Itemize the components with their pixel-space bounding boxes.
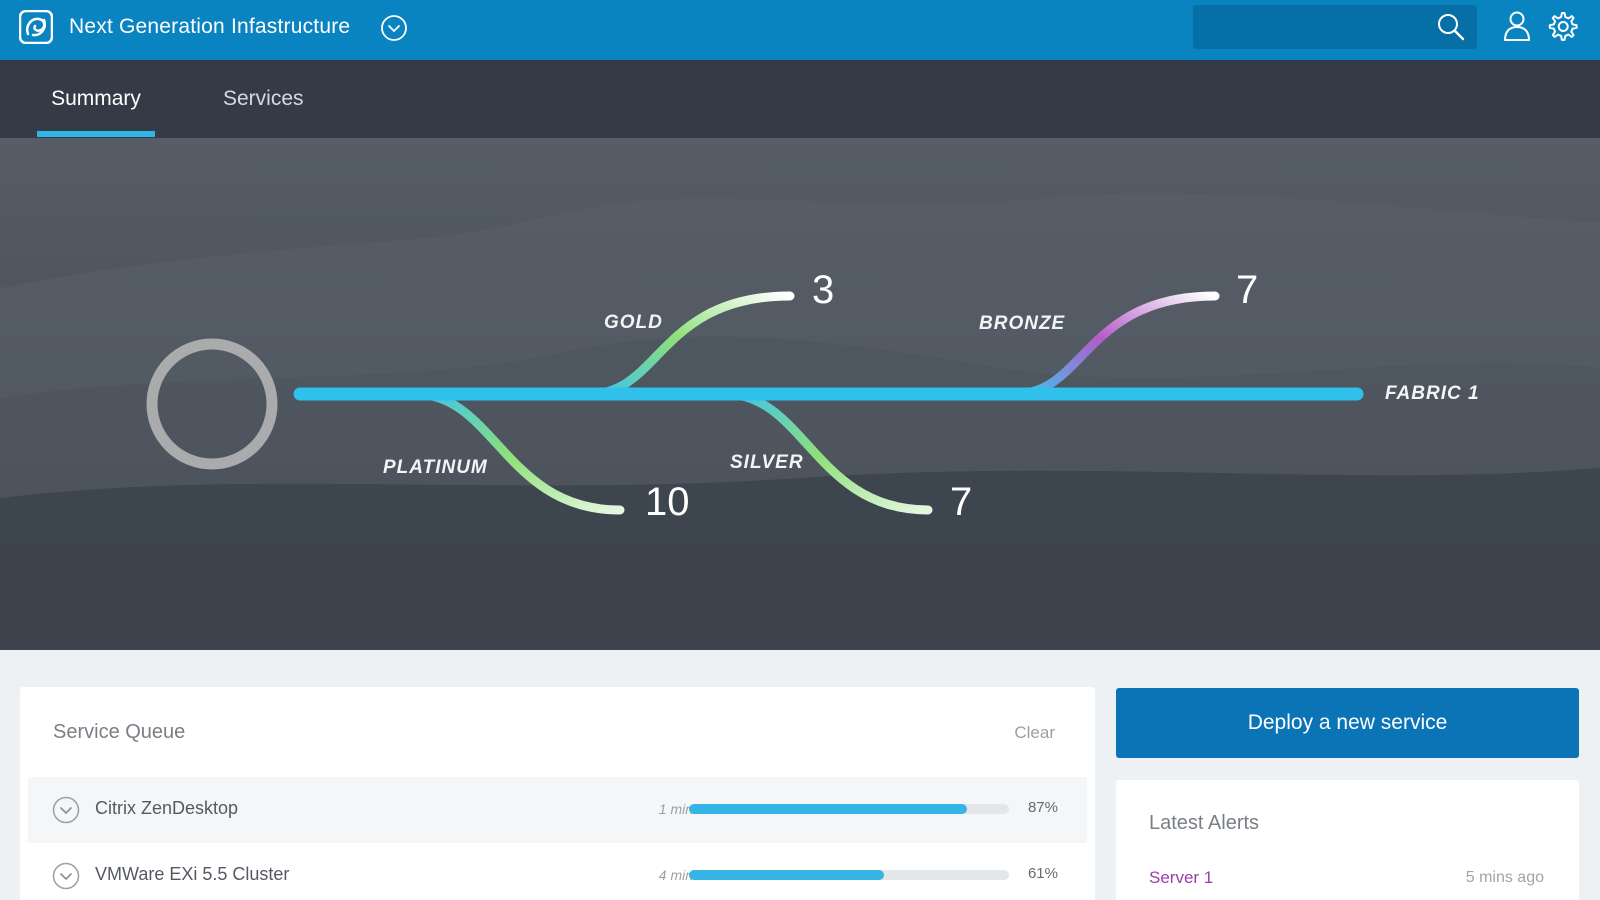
chevron-down-icon[interactable] (52, 862, 80, 890)
gear-icon[interactable] (1546, 10, 1578, 42)
tier-count-silver: 7 (950, 480, 973, 524)
queue-row[interactable]: VMWare EXi 5.5 Cluster 4 min 61% (28, 843, 1087, 900)
progress-fill (689, 804, 968, 814)
user-icon[interactable] (1502, 10, 1532, 42)
progress-bar (689, 804, 1009, 814)
chevron-down-icon[interactable] (380, 14, 408, 42)
tier-count-platinum: 10 (645, 480, 690, 524)
queue-item-percent: 87% (1027, 799, 1058, 816)
alert-item-name[interactable]: Server 1 (1149, 868, 1214, 887)
queue-item-name: VMWare EXi 5.5 Cluster (95, 864, 290, 884)
queue-item-time: 1 min (658, 801, 693, 817)
queue-item-time: 4 min (658, 867, 693, 883)
clear-queue-button[interactable]: Clear (1014, 723, 1055, 742)
chevron-down-icon[interactable] (52, 796, 80, 824)
search-input[interactable] (1193, 5, 1477, 49)
progress-fill (689, 870, 885, 880)
tier-label-bronze: BRONZE (979, 313, 1066, 334)
active-tab-indicator (37, 131, 155, 137)
latest-alerts-card: Latest Alerts Server 1 5 mins ago (1116, 780, 1579, 900)
nav-bar: Summary Services (0, 60, 1600, 138)
logo-icon[interactable] (19, 10, 53, 44)
tier-count-bronze: 7 (1236, 268, 1259, 312)
status-ring (146, 338, 278, 470)
deploy-service-button[interactable]: Deploy a new service (1116, 688, 1579, 758)
tab-summary[interactable]: Summary (51, 87, 141, 110)
search-icon[interactable] (1436, 12, 1466, 42)
latest-alerts-title: Latest Alerts (1149, 812, 1260, 834)
app-title: Next Generation Infastructure (69, 15, 351, 38)
progress-bar (689, 870, 1009, 880)
fabric-label: FABRIC 1 (1385, 383, 1480, 404)
tier-label-platinum: PLATINUM (383, 457, 488, 478)
service-queue-card: Service Queue Clear Citrix ZenDesktop 1 … (20, 687, 1095, 900)
alert-item-time: 5 mins ago (1465, 869, 1544, 886)
queue-item-name: Citrix ZenDesktop (95, 798, 239, 818)
top-bar: Next Generation Infastructure (0, 0, 1600, 60)
queue-item-percent: 61% (1027, 865, 1058, 882)
tier-label-silver: SILVER (730, 452, 804, 473)
tier-label-gold: GOLD (604, 312, 663, 333)
queue-row[interactable]: Citrix ZenDesktop 1 min 87% (28, 777, 1087, 843)
service-queue-title: Service Queue (53, 721, 186, 743)
topology-hero: FABRIC 1 GOLD 3 BRONZE 7 PLATINUM 10 SIL… (0, 138, 1600, 650)
topology-graphic (0, 138, 1600, 650)
tab-services[interactable]: Services (223, 87, 304, 110)
tier-count-gold: 3 (812, 268, 835, 312)
